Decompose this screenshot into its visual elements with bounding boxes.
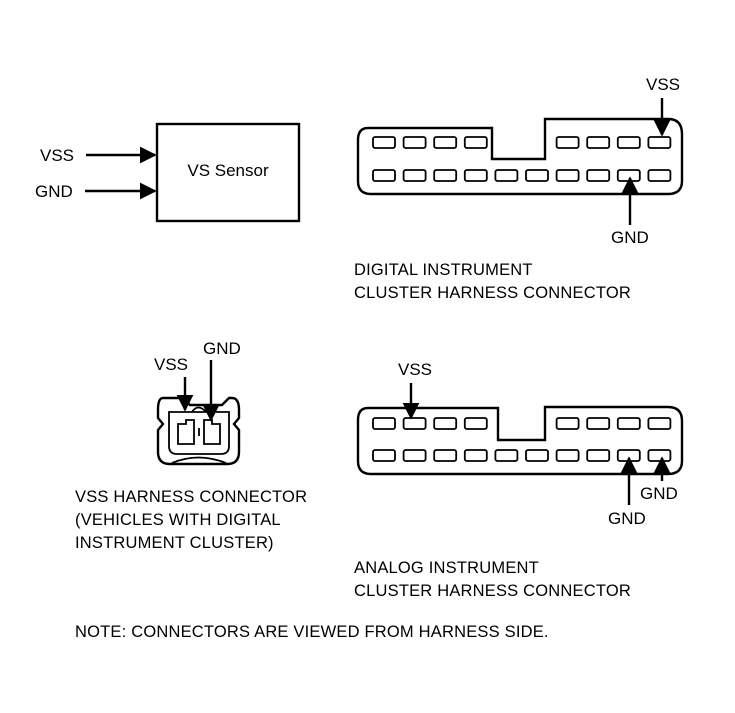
analog-pin-bottom — [463, 449, 488, 462]
vss-harness-caption-line2: (VEHICLES WITH DIGITAL — [75, 511, 281, 529]
analog-pin-top-left — [402, 417, 427, 430]
vss-harness-caption-line1: VSS HARNESS CONNECTOR — [75, 488, 307, 506]
vs-sensor-box — [155, 122, 301, 223]
analog-pin-bottom — [586, 449, 611, 462]
digital-pin-bottom — [402, 169, 427, 182]
digital-caption-line1: DIGITAL INSTRUMENT — [354, 261, 533, 279]
vss-harness-inner — [168, 411, 230, 455]
analog-pin-bottom — [555, 449, 580, 462]
digital-gnd-label: GND — [611, 228, 649, 247]
analog-pin-top-right — [616, 417, 641, 430]
sensor-vss-label: VSS — [40, 146, 74, 165]
digital-caption-line2: CLUSTER HARNESS CONNECTOR — [354, 284, 631, 302]
analog-pin-top-right — [647, 417, 672, 430]
vs-sensor-label: VS Sensor — [187, 161, 269, 180]
digital-pin-top-left — [463, 136, 488, 149]
analog-pin-top-left — [372, 417, 396, 430]
analog-pin-top-right — [586, 417, 611, 430]
analog-pin-top-left — [433, 417, 458, 430]
vss-harness-terminal-right — [203, 419, 221, 445]
digital-pin-top-right — [555, 136, 580, 149]
analog-pin-bottom — [525, 449, 549, 462]
analog-vss-label: VSS — [398, 360, 432, 379]
vss-harness-connector: VSS GND VSS HARNESS CONNECTOR (VEHICLES … — [75, 339, 307, 552]
digital-pin-top-right — [647, 136, 672, 149]
vss-harness-gnd-label: GND — [203, 339, 241, 358]
analog-gnd-label-right: GND — [640, 484, 678, 503]
digital-pin-bottom — [586, 169, 611, 182]
analog-caption-line2: CLUSTER HARNESS CONNECTOR — [354, 582, 631, 600]
analog-pin-bottom — [402, 449, 427, 462]
vs-sensor: VS Sensor VSS GND — [35, 122, 301, 223]
digital-pin-top-right — [616, 136, 641, 149]
digital-pin-bottom — [647, 169, 672, 182]
vss-harness-vss-label: VSS — [154, 355, 188, 374]
digital-pin-top-left — [402, 136, 427, 149]
analog-pin-top-left — [463, 417, 488, 430]
vss-harness-base — [171, 456, 227, 464]
digital-connector-outline — [356, 117, 684, 196]
vss-harness-caption-line3: INSTRUMENT CLUSTER) — [75, 534, 274, 552]
digital-connector-pins — [372, 136, 672, 182]
analog-connector-outline — [356, 405, 684, 476]
digital-pin-bottom — [372, 169, 396, 182]
analog-pin-bottom — [647, 449, 672, 462]
analog-pin-bottom — [372, 449, 396, 462]
vss-harness-terminal-left — [177, 419, 195, 445]
analog-pin-top-right — [555, 417, 580, 430]
digital-pin-top-left — [433, 136, 458, 149]
harness-side-note: NOTE: CONNECTORS ARE VIEWED FROM HARNESS… — [75, 623, 549, 641]
digital-pin-bottom — [494, 169, 519, 182]
analog-connector-pins — [372, 417, 672, 462]
digital-pin-top-left — [372, 136, 396, 149]
digital-pin-bottom — [433, 169, 458, 182]
digital-pin-bottom — [525, 169, 549, 182]
sensor-gnd-label: GND — [35, 182, 73, 201]
digital-vss-label: VSS — [646, 75, 680, 94]
digital-pin-bottom — [555, 169, 580, 182]
digital-cluster-connector: VSS GND DIGITAL INSTRUMENT CLUSTER HARNE… — [354, 75, 684, 302]
analog-gnd-label-left: GND — [608, 509, 646, 528]
digital-pin-top-right — [586, 136, 611, 149]
analog-cluster-connector: VSS GND GND ANALOG INSTRUMENT CLUSTER HA… — [354, 360, 684, 600]
analog-pin-bottom — [433, 449, 458, 462]
analog-caption-line1: ANALOG INSTRUMENT — [354, 559, 539, 577]
analog-pin-bottom — [494, 449, 519, 462]
vss-harness-outer — [156, 396, 241, 466]
digital-pin-bottom — [463, 169, 488, 182]
